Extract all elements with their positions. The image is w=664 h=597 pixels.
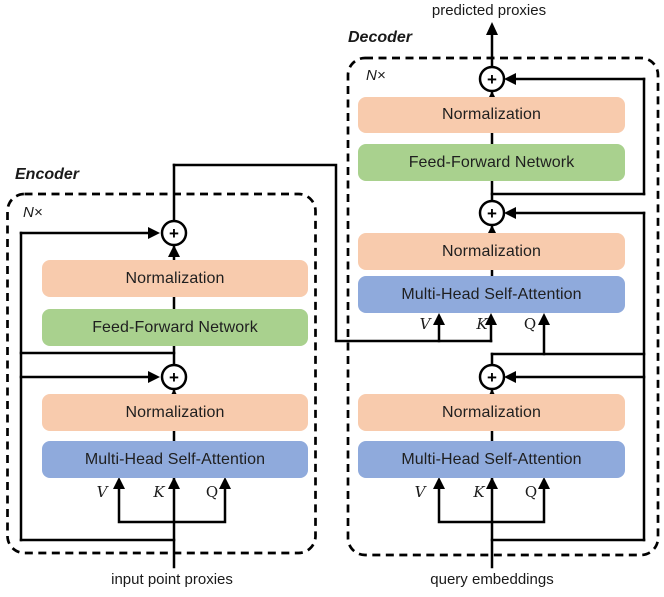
input-point-proxies-caption: input point proxies	[111, 571, 233, 588]
encoder-v-label: V	[96, 483, 108, 501]
decoder-cross-v-label: V	[419, 315, 431, 333]
encoder-q-label: Q	[205, 483, 219, 501]
query-embeddings-caption: query embeddings	[430, 571, 554, 588]
encoder-normalization-block: Normalization	[42, 260, 308, 297]
predicted-proxies-caption: predicted proxies	[431, 2, 547, 19]
decoder-cross-q-label: Q	[523, 315, 537, 333]
plus-glyph: +	[487, 368, 497, 387]
encoder-add-icon: +	[160, 363, 188, 391]
encoder-normalization-block: Normalization	[42, 394, 308, 431]
decoder-feed-forward-block: Feed-Forward Network	[358, 144, 625, 181]
decoder-normalization-block: Normalization	[358, 97, 625, 133]
decoder-self-k-label: K	[473, 483, 485, 501]
encoder-k-label: K	[153, 483, 165, 501]
decoder-repeat-label: N×	[366, 67, 386, 84]
plus-glyph: +	[169, 224, 179, 243]
decoder-self-q-label: Q	[524, 483, 538, 501]
encoder-repeat-label: N×	[23, 204, 43, 221]
encoder-feed-forward-block: Feed-Forward Network	[42, 309, 308, 346]
decoder-self-v-label: V	[414, 483, 426, 501]
decoder-normalization-block: Normalization	[358, 394, 625, 431]
decoder-add-icon: +	[478, 363, 506, 391]
decoder-add-icon: +	[478, 199, 506, 227]
decoder-title: Decoder	[348, 29, 413, 46]
decoder-cross-attention-block: Multi-Head Self-Attention	[358, 276, 625, 313]
decoder-normalization-block: Normalization	[358, 233, 625, 270]
decoder-self-attention-block: Multi-Head Self-Attention	[358, 441, 625, 478]
plus-glyph: +	[487, 204, 497, 223]
decoder-dashed-box	[346, 56, 660, 557]
encoder-add-icon: +	[160, 219, 188, 247]
encoder-title: Encoder	[15, 166, 80, 183]
decoder-add-icon: +	[478, 65, 506, 93]
plus-glyph: +	[487, 70, 497, 89]
plus-glyph: +	[169, 368, 179, 387]
encoder-flow-lines	[19, 163, 493, 569]
encoder-dashed-box	[6, 192, 317, 555]
encoder-self-attention-block: Multi-Head Self-Attention	[42, 441, 308, 478]
decoder-cross-k-label: K	[476, 315, 488, 333]
